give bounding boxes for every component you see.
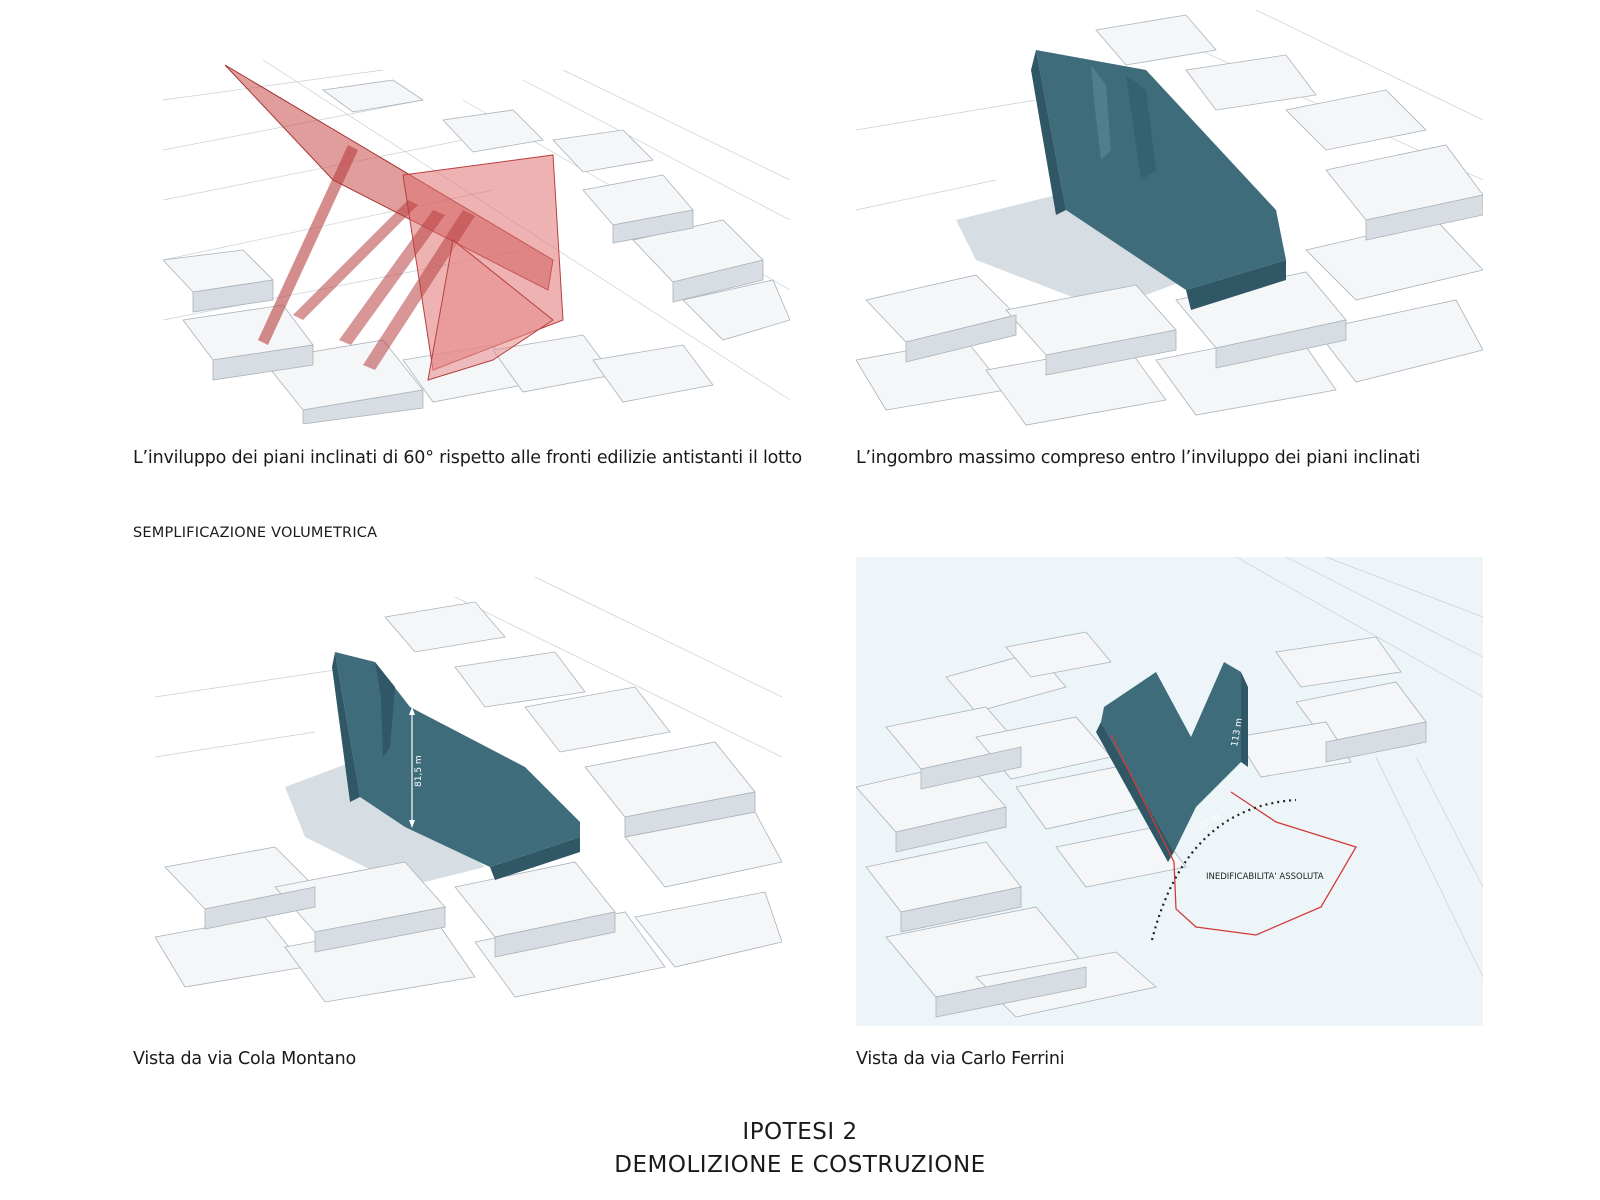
caption-cola-montano: Vista da via Cola Montano: [133, 1049, 356, 1069]
teal-max-volume: [1031, 50, 1286, 310]
height-label: 113 m: [1230, 717, 1245, 747]
shadow: [285, 757, 485, 887]
teal-volume: [332, 652, 580, 880]
page-title: IPOTESI 2: [742, 1119, 858, 1145]
exclusion-zone: INEDIFICABILITA' ASSOLUTA: [1110, 734, 1357, 941]
view-carlo-ferrini: 113 m 70 m INEDIFICABILITA' ASSOLUTA: [856, 557, 1483, 1026]
teal-volume: [1096, 662, 1248, 862]
view-cola-montano: 81,5 m: [155, 557, 782, 1026]
max-volume-diagram: [856, 10, 1483, 432]
street-grid: [856, 10, 1483, 211]
shadow: [956, 190, 1186, 310]
city-blocks: [856, 14, 1483, 426]
city-blocks: [856, 631, 1427, 1018]
street-grid: [155, 576, 782, 758]
caption-carlo-ferrini: Vista da via Carlo Ferrini: [856, 1049, 1065, 1069]
caption-envelope: L’inviluppo dei piani inclinati di 60° r…: [133, 448, 802, 468]
page-subtitle: DEMOLIZIONE E COSTRUZIONE: [614, 1152, 986, 1178]
envelope-planes-diagram: [163, 60, 790, 424]
height-label: 81,5 m: [414, 755, 424, 787]
height-dimension: 81,5 m: [409, 707, 424, 828]
street-grid: [1235, 557, 1483, 978]
zone-label: INEDIFICABILITA' ASSOLUTA: [1206, 872, 1324, 882]
caption-max-volume: L’ingombro massimo compreso entro l’invi…: [856, 448, 1421, 468]
inclined-planes: [224, 64, 564, 381]
city-blocks: [155, 601, 782, 1003]
section-label: SEMPLIFICAZIONE VOLUMETRICA: [133, 525, 378, 541]
